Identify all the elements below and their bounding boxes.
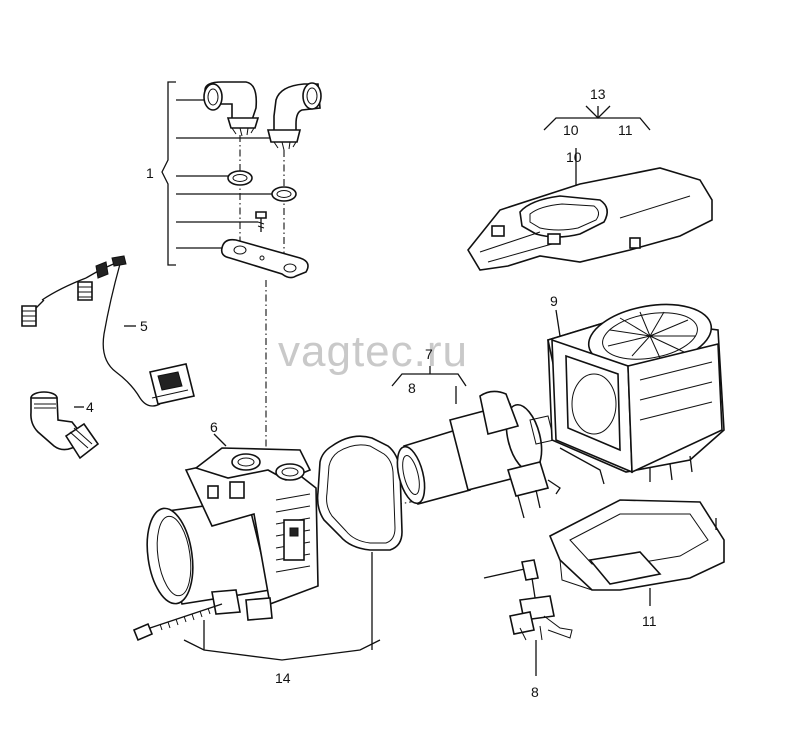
part-14-bracket (183, 552, 381, 661)
part-9-blower-housing (547, 303, 725, 485)
callout-8-bottom: 8 (531, 684, 539, 700)
callout-14: 14 (275, 670, 291, 686)
callout-13: 13 (590, 86, 606, 102)
callout-10-bracket: 10 (563, 122, 579, 138)
callout-6: 6 (210, 419, 218, 435)
callout-5: 5 (140, 318, 148, 334)
callout-11-bracket: 11 (618, 122, 633, 138)
callout-10: 10 (566, 149, 582, 165)
part-11-bottom-tray (548, 499, 725, 606)
callout-4: 4 (86, 399, 94, 415)
part-8-sensor-bracket (483, 559, 573, 676)
callout-8-top: 8 (408, 380, 416, 396)
part-1-pipe-kit (161, 81, 322, 279)
callout-9: 9 (550, 293, 558, 309)
part-7-burner-tube (391, 366, 561, 519)
callout-labels: 1 4 5 6 7 8 8 9 10 10 11 11 13 14 (86, 86, 657, 700)
watermark-text: vagtec.ru (278, 327, 468, 376)
part-5-wiring-harness (21, 255, 195, 407)
callout-11-tray: 11 (642, 613, 657, 629)
part-6-heater-body (132, 433, 319, 642)
callout-7: 7 (425, 346, 433, 362)
gasket (316, 435, 403, 551)
part-10-top-cover (467, 105, 713, 271)
callout-1: 1 (146, 165, 154, 181)
part-4-elbow-fitting (30, 391, 100, 460)
